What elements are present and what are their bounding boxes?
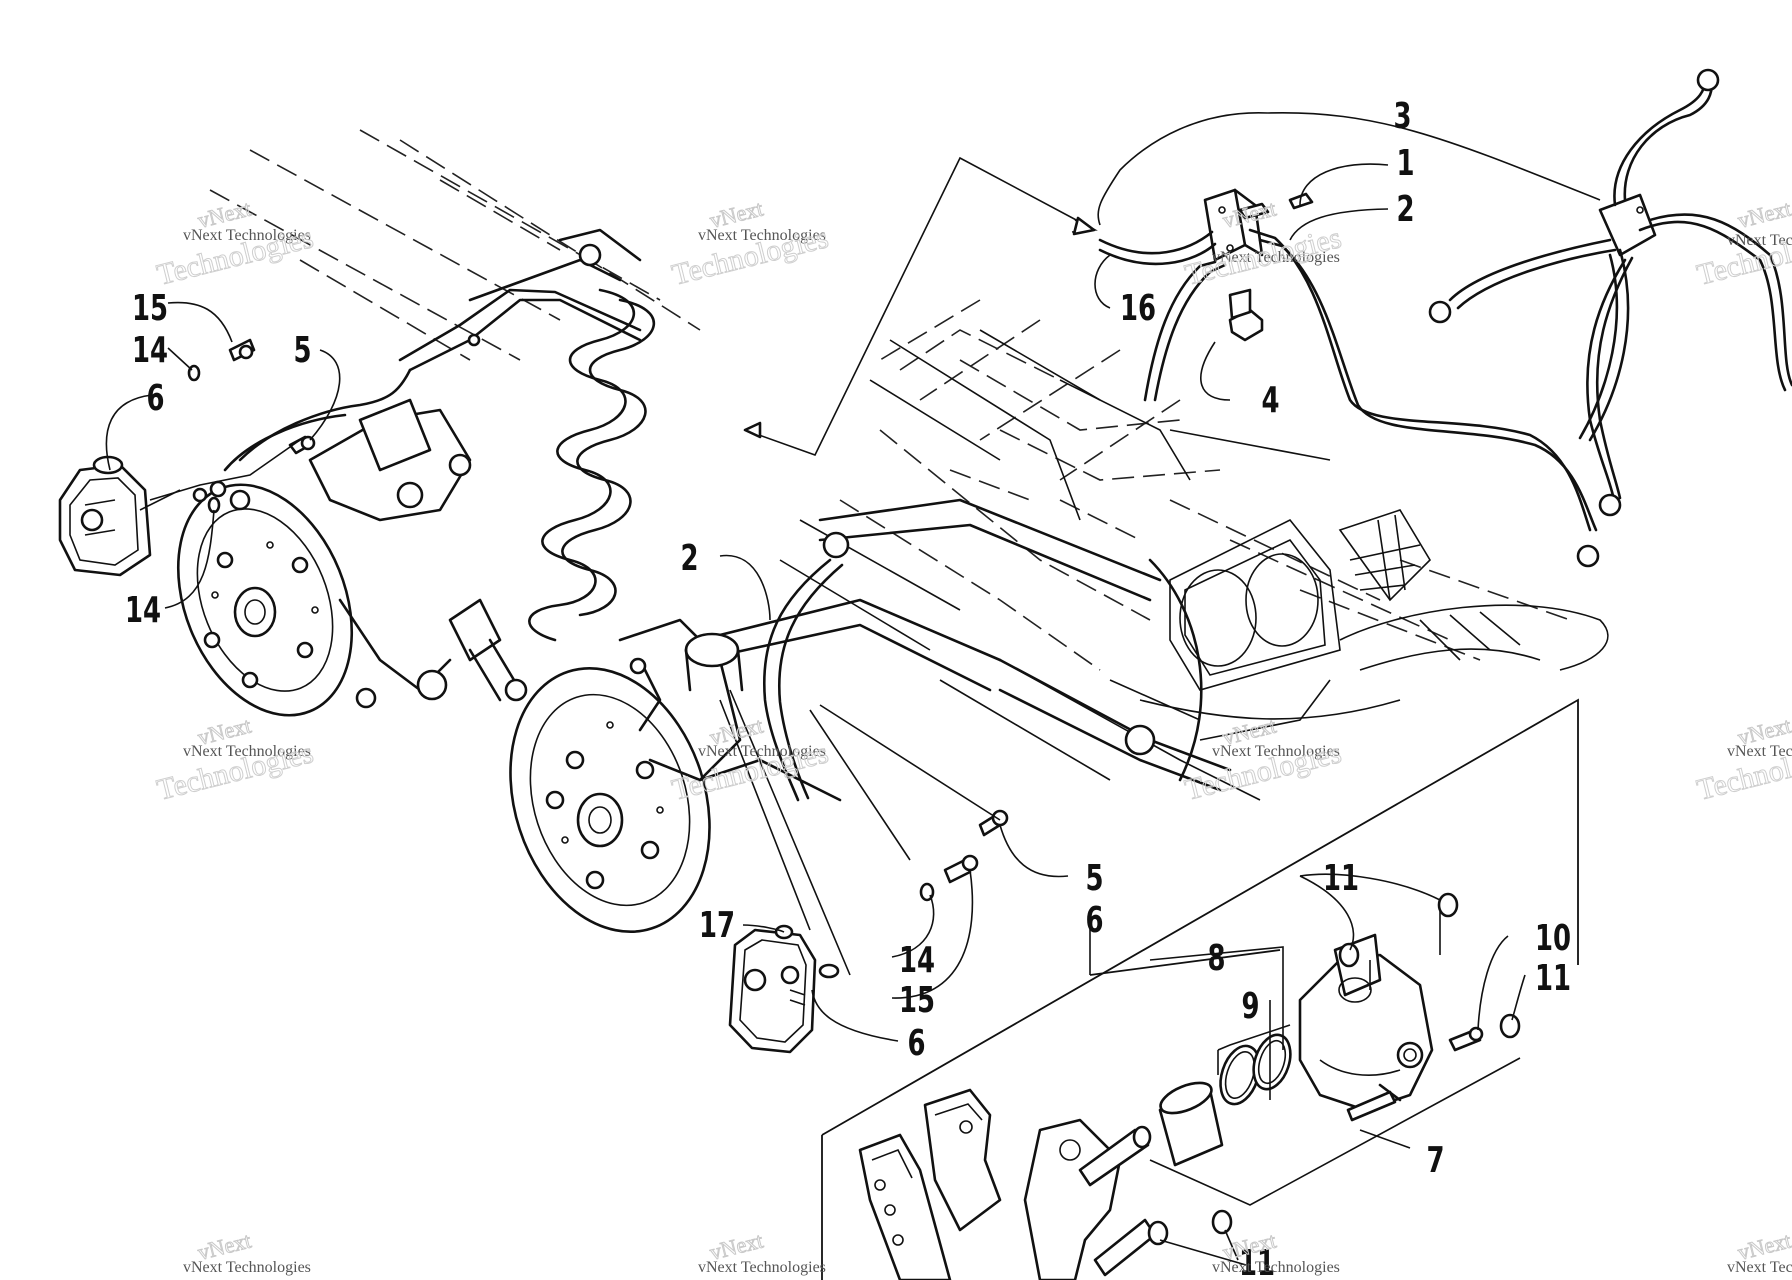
- callout-14-left-lower: 14: [125, 590, 161, 631]
- svg-text:vNext Technologies: vNext Technologies: [698, 227, 826, 244]
- svg-text:vNext Technologies: vNext Technologies: [183, 227, 311, 244]
- callout-5-left: 5: [294, 330, 312, 371]
- callout-14-left-upper: 14: [132, 330, 168, 371]
- callout-15-right: 15: [899, 980, 935, 1021]
- front-suspension-arms: [698, 498, 1232, 792]
- svg-text:vNext Technologies: vNext Technologies: [1727, 1259, 1792, 1276]
- callout-2-middle: 2: [681, 538, 699, 579]
- svg-text:vNext Technologies: vNext Technologies: [1212, 743, 1340, 760]
- left-knuckle-and-arm: [308, 228, 642, 709]
- callout-6-detail: 6: [1086, 900, 1104, 941]
- chassis-frame-outline: [209, 129, 1571, 801]
- svg-text:vNext Technologies: vNext Technologies: [1727, 232, 1792, 249]
- leader-lines: [105, 112, 1601, 1266]
- svg-text:vNext Technologies: vNext Technologies: [1212, 249, 1340, 266]
- watermark-11: vNext vNext Technologies: [1212, 1227, 1340, 1276]
- svg-text:vNext Technologies: vNext Technologies: [698, 743, 826, 760]
- master-cylinder-junction: [1098, 188, 1598, 532]
- right-brake-hose-tree: [1428, 68, 1792, 568]
- callout-11-upper: 11: [1323, 858, 1359, 899]
- headlight-housing: [1169, 509, 1432, 691]
- callout-15-left: 15: [132, 288, 168, 329]
- callout-6-right-caliper: 6: [908, 1023, 926, 1064]
- lower-fairing: [1139, 604, 1609, 741]
- left-wheel-hub: [176, 483, 354, 717]
- callout-17: 17: [699, 905, 735, 946]
- watermark-10: vNext vNext Technologies: [698, 1227, 826, 1276]
- watermark-9: vNext vNext Technologies: [183, 1227, 311, 1276]
- right-brake-line: [762, 558, 844, 802]
- right-caliper: [728, 924, 840, 1054]
- caliper-exploded-detail: [821, 698, 1579, 1280]
- svg-text:Technologies: Technologies: [1182, 221, 1345, 292]
- svg-text:vNext: vNext: [1735, 196, 1792, 233]
- callout-3: 3: [1394, 96, 1412, 137]
- right-wheel-hub: [509, 666, 711, 934]
- left-brake-line: [223, 288, 642, 472]
- callout-14-right: 14: [899, 940, 935, 981]
- callout-6-left: 6: [147, 378, 165, 419]
- svg-text:vNext Technologies: vNext Technologies: [183, 743, 311, 760]
- callout-16: 16: [1120, 288, 1156, 329]
- watermark-8: vNext vNext Technologies Technologies: [1693, 712, 1792, 807]
- callout-2-upper: 2: [1397, 189, 1415, 230]
- brake-line-continuation-arrow: [743, 156, 1098, 456]
- svg-text:vNext Technologies: vNext Technologies: [1727, 743, 1792, 760]
- svg-text:vNext Technologies: vNext Technologies: [1212, 1259, 1340, 1276]
- watermark-1: vNext vNext Technologies Technologies: [153, 195, 317, 292]
- callout-1: 1: [1397, 143, 1415, 184]
- callout-labels: 3 1 2 16 4 15 14 5 6 14 2 17 14 15 6 5 6…: [125, 96, 1571, 1280]
- callout-5-right: 5: [1086, 858, 1104, 899]
- svg-text:vNext Technologies: vNext Technologies: [183, 1259, 311, 1276]
- callout-4: 4: [1262, 380, 1280, 421]
- callout-8: 8: [1208, 938, 1226, 979]
- svg-text:vNext Technologies: vNext Technologies: [698, 1259, 826, 1276]
- callout-7: 7: [1427, 1140, 1445, 1181]
- callout-10: 10: [1535, 918, 1571, 959]
- callout-9: 9: [1242, 986, 1260, 1027]
- watermark-12: vNext vNext Technologies: [1727, 1227, 1792, 1276]
- watermark-2: vNext vNext Technologies Technologies: [668, 195, 832, 292]
- watermark-5: vNext vNext Technologies Technologies: [153, 712, 317, 807]
- right-caliper-bolts: [919, 809, 1009, 902]
- callout-11-lower: 11: [1239, 1243, 1275, 1280]
- callout-11-right: 11: [1535, 958, 1571, 999]
- left-shock-spring: [448, 288, 656, 702]
